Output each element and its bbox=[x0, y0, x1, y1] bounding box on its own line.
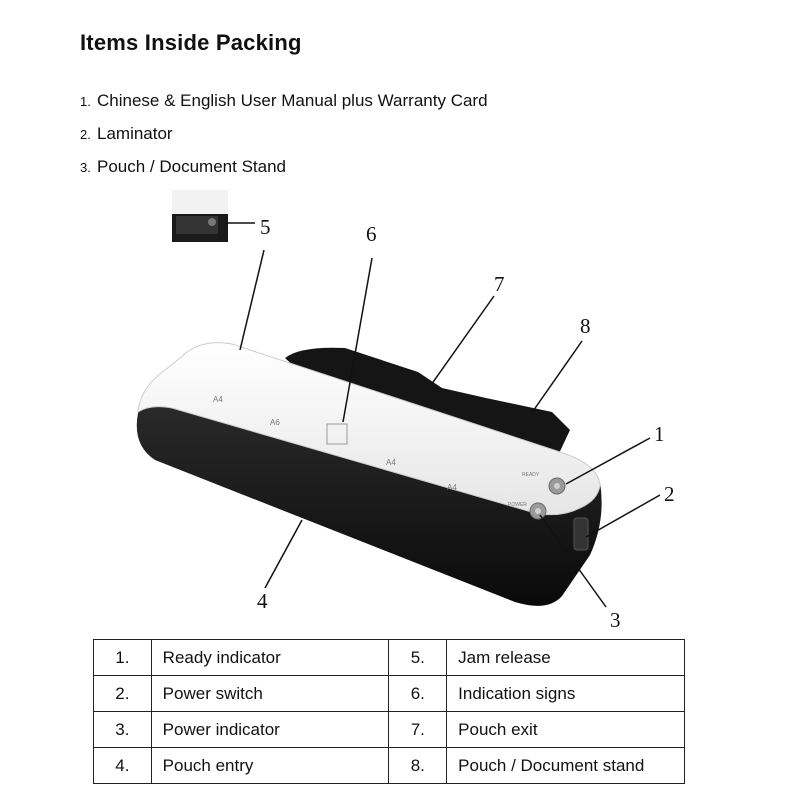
laminator-body bbox=[136, 342, 602, 606]
packing-item-number: 2. bbox=[80, 127, 91, 142]
callout-2: 2 bbox=[664, 482, 675, 506]
legend-text: Ready indicator bbox=[150, 639, 390, 676]
packing-item-number: 1. bbox=[80, 94, 91, 109]
a4-left-label: A4 bbox=[213, 395, 223, 404]
packing-item: 2. Laminator bbox=[80, 121, 488, 154]
power-label: POWER bbox=[508, 502, 527, 508]
legend-number: 7. bbox=[388, 711, 448, 748]
callout-7: 7 bbox=[494, 272, 505, 296]
legend-text: Jam release bbox=[446, 639, 685, 676]
page-title: Items Inside Packing bbox=[80, 30, 302, 55]
legend-text: Power switch bbox=[150, 675, 390, 712]
callout-8: 8 bbox=[580, 314, 591, 338]
legend-text: Indication signs bbox=[446, 675, 685, 712]
legend-number: 4. bbox=[93, 747, 152, 784]
legend-number: 2. bbox=[93, 675, 152, 712]
table-row: 4. Pouch entry 8. Pouch / Document stand bbox=[93, 747, 685, 784]
table-row: 3. Power indicator 7. Pouch exit bbox=[93, 711, 685, 748]
callout-3: 3 bbox=[610, 608, 621, 632]
packing-item: 1. Chinese & English User Manual plus Wa… bbox=[80, 88, 488, 121]
ready-label: READY bbox=[522, 472, 540, 478]
packing-item: 3. Pouch / Document Stand bbox=[80, 154, 488, 187]
callout-5: 5 bbox=[260, 215, 271, 239]
callout-6: 6 bbox=[366, 222, 377, 246]
legend-text: Pouch entry bbox=[150, 747, 390, 784]
jam-release-inset bbox=[172, 190, 228, 242]
legend-text: Power indicator bbox=[150, 711, 390, 748]
a4-right-label: A4 bbox=[447, 483, 457, 492]
parts-legend-table: 1. Ready indicator 5. Jam release 2. Pow… bbox=[93, 639, 685, 784]
laminator-diagram: A4 A6 A4 A4 READY POWER 5 6 7 8 1 2 3 4 bbox=[136, 190, 675, 632]
packing-item-text: Pouch / Document Stand bbox=[97, 157, 287, 176]
packing-item-text: Laminator bbox=[97, 124, 173, 143]
ready-indicator-dot bbox=[554, 483, 560, 489]
indication-signs: A4 A6 A4 A4 READY POWER bbox=[213, 395, 540, 508]
a4-mid-label: A4 bbox=[386, 458, 396, 467]
packing-list: 1. Chinese & English User Manual plus Wa… bbox=[80, 88, 488, 187]
callout-1: 1 bbox=[654, 422, 665, 446]
legend-number: 1. bbox=[93, 639, 152, 676]
table-row: 2. Power switch 6. Indication signs bbox=[93, 675, 685, 712]
packing-item-text: Chinese & English User Manual plus Warra… bbox=[97, 91, 488, 110]
packing-item-number: 3. bbox=[80, 160, 91, 175]
legend-number: 3. bbox=[93, 711, 152, 748]
power-indicator-dot bbox=[535, 508, 541, 514]
legend-number: 6. bbox=[388, 675, 448, 712]
leader-lines bbox=[226, 222, 661, 608]
legend-text: Pouch / Document stand bbox=[446, 747, 685, 784]
table-row: 1. Ready indicator 5. Jam release bbox=[93, 639, 685, 676]
legend-text: Pouch exit bbox=[446, 711, 685, 748]
callout-4: 4 bbox=[257, 589, 268, 613]
legend-number: 8. bbox=[388, 747, 448, 784]
a6-label: A6 bbox=[270, 418, 280, 427]
legend-number: 5. bbox=[388, 639, 448, 676]
